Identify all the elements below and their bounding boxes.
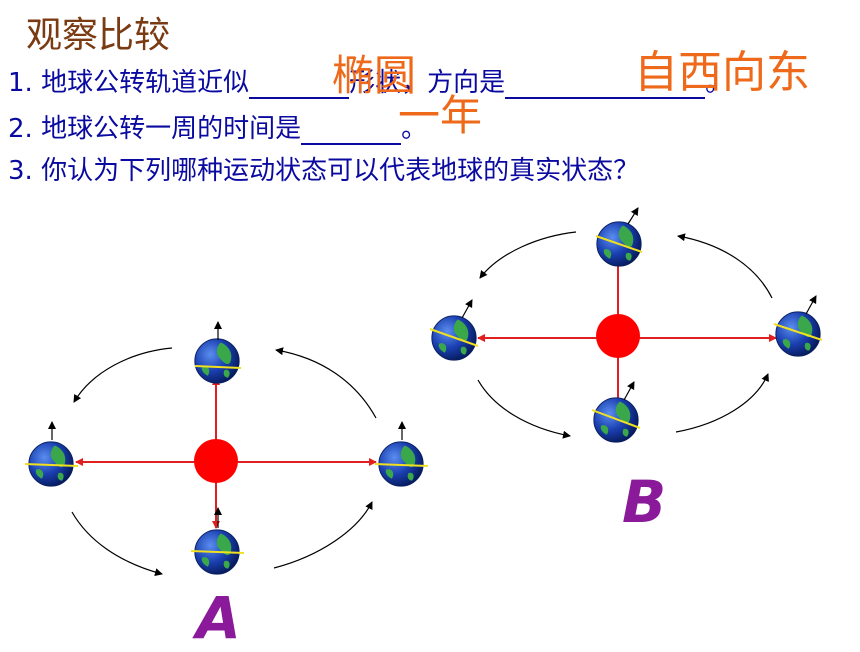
question-2-number: 2. [8, 114, 33, 144]
question-1-number: 1. [8, 68, 33, 98]
blank-direction [505, 71, 706, 99]
answer-direction: 自西向东 [634, 47, 810, 98]
question-1-text-end: 。 [705, 68, 732, 98]
orbit-arc [275, 347, 377, 419]
sun [596, 314, 640, 358]
question-2-text-pre: 地球公转一周的时间是 [41, 114, 302, 144]
orbit-arc [273, 501, 373, 569]
question-2-text-end: 。 [401, 114, 428, 144]
answer-period: 一年 [398, 91, 483, 140]
question-1: 1. 地球公转轨道近似 形状，方向是 。 [8, 62, 731, 99]
earth [24, 421, 79, 487]
earth [374, 421, 429, 487]
answer-shape: 椭圆 [332, 51, 417, 100]
page-title: 观察比较 [26, 15, 171, 56]
diagram-a [24, 321, 429, 577]
blank-period [301, 117, 402, 145]
earth [194, 321, 242, 384]
label-a: A [196, 584, 241, 652]
question-3-text: 你认为下列哪种运动状态可以代表地球的真实状态？ [41, 156, 640, 186]
diagram-b [429, 207, 823, 443]
blank-shape [249, 71, 350, 99]
question-3: 3. 你认为下列哪种运动状态可以代表地球的真实状态？ [8, 150, 639, 187]
orbit-arc [479, 231, 577, 279]
earth [190, 507, 245, 575]
question-1-text-mid: 形状，方向是 [349, 68, 506, 98]
sun [194, 439, 238, 483]
question-3-number: 3. [8, 156, 33, 186]
orbit-arc [677, 233, 773, 299]
earth [773, 295, 823, 357]
orbit-arc [73, 347, 173, 403]
earth [595, 207, 643, 267]
label-b: B [622, 468, 667, 536]
orbit-arc [675, 373, 769, 433]
question-1-text-pre: 地球公转轨道近似 [41, 68, 250, 98]
orbit-arc [71, 511, 163, 577]
earth [429, 299, 479, 361]
question-2: 2. 地球公转一周的时间是 。 [8, 108, 427, 145]
earth [591, 381, 641, 443]
orbit-arc [477, 379, 571, 439]
